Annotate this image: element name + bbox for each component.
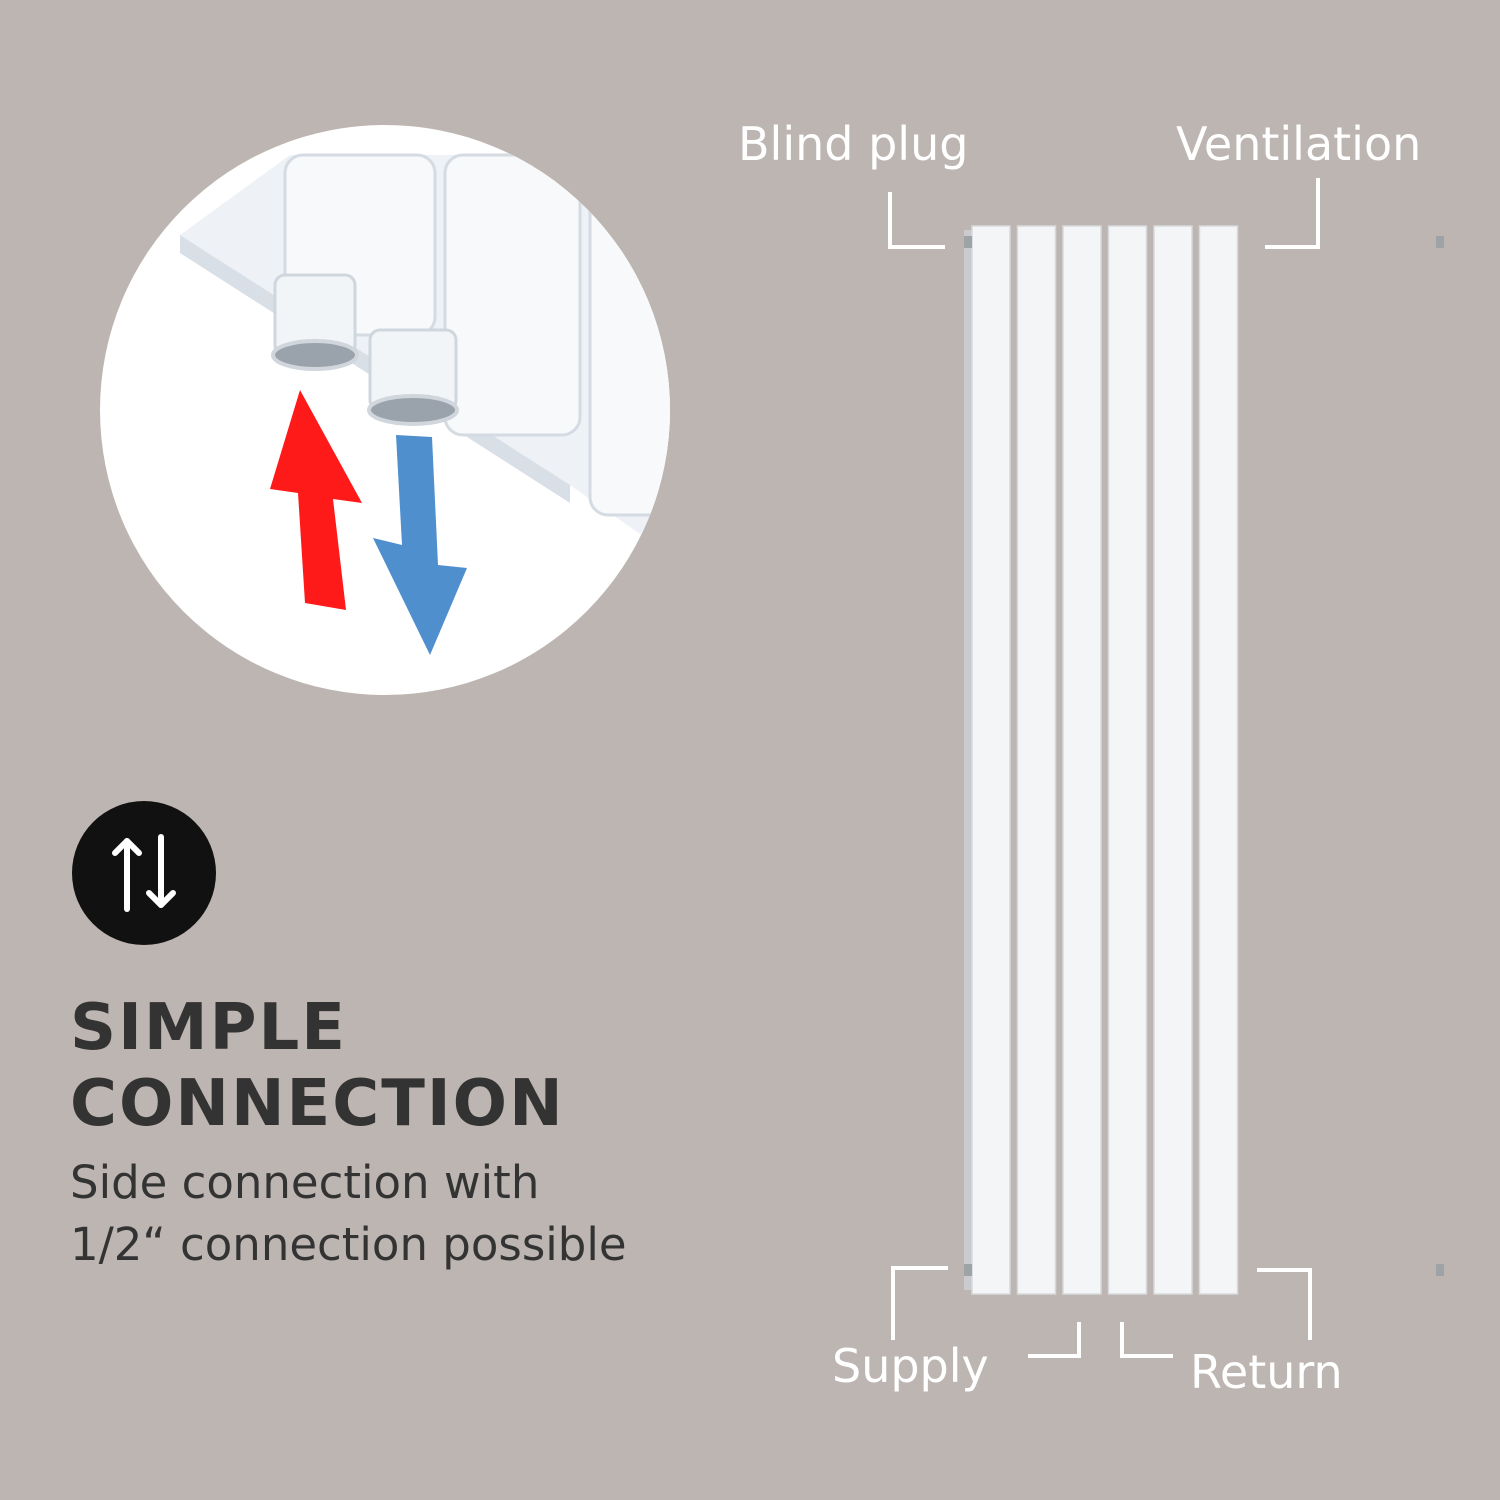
feature-description-line2: 1/2“ connection possible	[70, 1218, 627, 1271]
connection-detail-illustration	[180, 153, 670, 655]
hot-water-up-arrow-icon	[270, 390, 362, 610]
ventilation-label: Ventilation	[1176, 117, 1422, 171]
radiator-plug	[1436, 236, 1444, 248]
return-bracket-inner	[1120, 1322, 1173, 1358]
pipe-thread-opening	[271, 339, 359, 371]
connection-detail-circle	[100, 125, 670, 695]
radiator-tube	[971, 225, 1011, 1295]
radiator-tube	[443, 153, 582, 437]
pipe-thread-opening	[367, 394, 459, 426]
radiator-tube	[1062, 225, 1102, 1295]
feature-title-line2: CONNECTION	[70, 1067, 565, 1141]
radiator-tube	[1107, 225, 1148, 1295]
return-bracket-outer	[1257, 1268, 1312, 1340]
supply-bracket-outer	[891, 1266, 948, 1340]
feature-title: SIMPLE CONNECTION	[70, 990, 565, 1142]
supply-bracket-inner	[1028, 1322, 1081, 1358]
cold-water-down-arrow-icon	[373, 435, 467, 655]
return-label: Return	[1190, 1345, 1343, 1399]
radiator-tube	[1153, 225, 1193, 1295]
radiator-plug	[964, 1264, 972, 1276]
radiator-image	[900, 200, 1460, 1320]
radiator-plug	[1436, 1264, 1444, 1276]
radiator-tube	[1198, 225, 1239, 1295]
blind-plug-label: Blind plug	[738, 117, 969, 171]
radiator-tube	[588, 183, 670, 517]
up-down-arrows-icon	[72, 801, 216, 945]
feature-title-line1: SIMPLE	[70, 991, 347, 1065]
ventilation-bracket	[1265, 178, 1320, 249]
supply-label: Supply	[832, 1339, 989, 1393]
radiator-tube	[1016, 225, 1057, 1295]
blind-plug-bracket	[888, 192, 945, 249]
radiator-plug	[964, 236, 972, 248]
feature-description: Side connection with 1/2“ connection pos…	[70, 1152, 627, 1276]
feature-description-line1: Side connection with	[70, 1156, 540, 1209]
